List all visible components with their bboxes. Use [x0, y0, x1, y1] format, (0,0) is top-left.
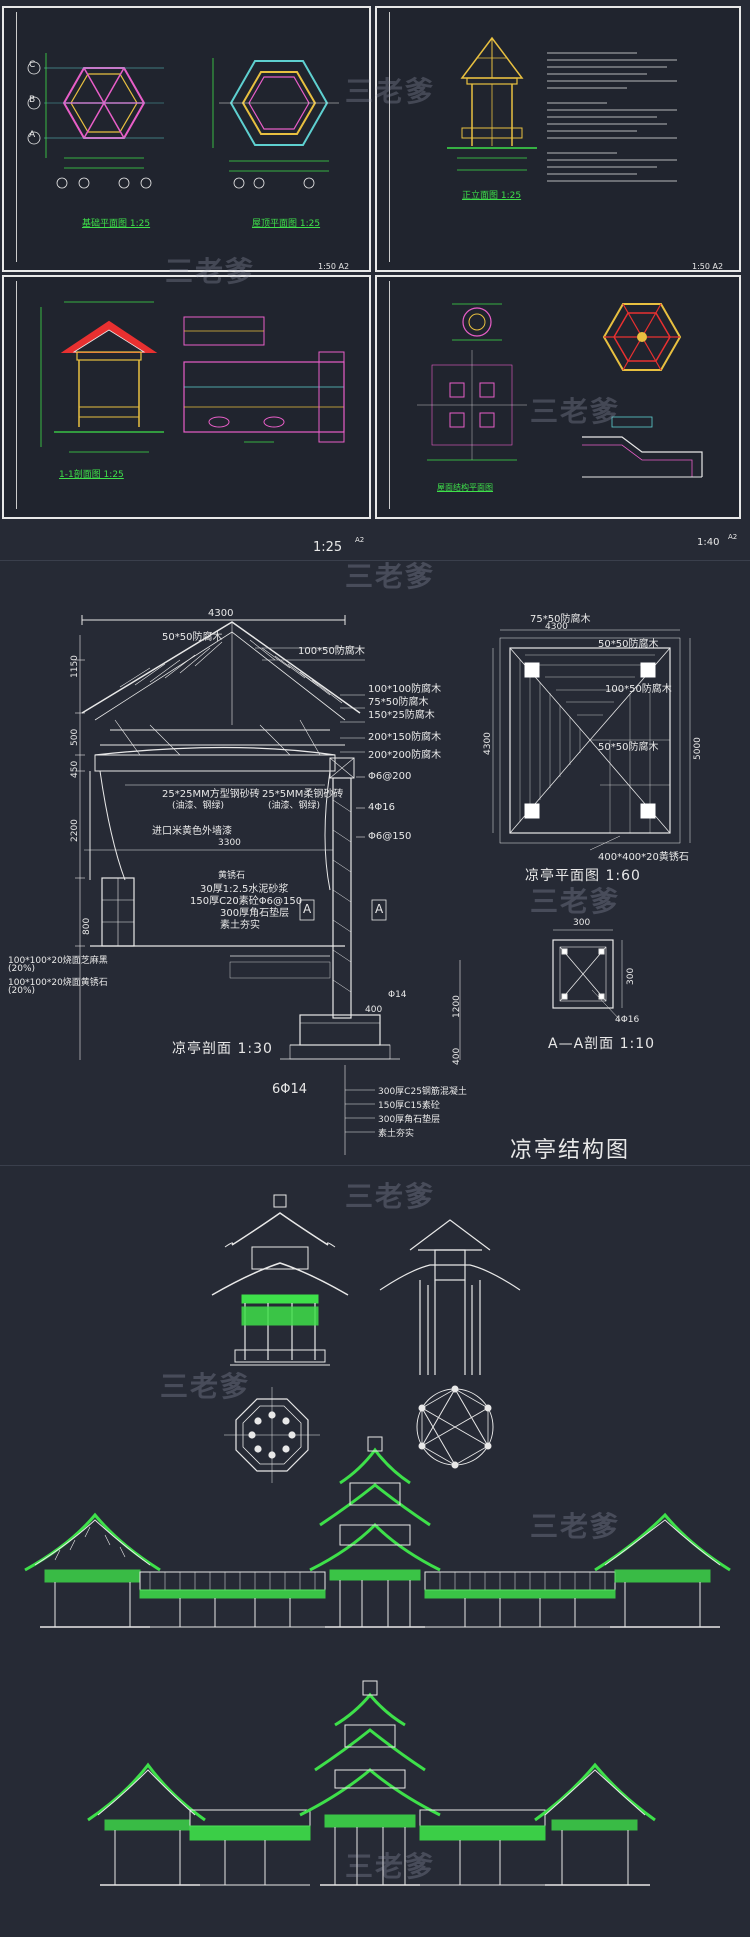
plan-dim-right: 5000 [693, 737, 703, 760]
watermark: 三老爹 [345, 75, 436, 108]
foundation-depth-2: 400 [452, 1047, 462, 1065]
sheet-roof-structure: 屋面结构平面图 [375, 275, 741, 519]
pavilion-section-drawing [75, 615, 691, 1155]
label-tile-2-note: (油漆、钢绿) [268, 801, 321, 811]
aa-title: A—A剖面 1:10 [548, 1036, 656, 1052]
sheet-plan-views: C B A 基础平面图 1:25 屋顶平面图 1:25 [2, 6, 371, 272]
aa-dim-top: 300 [573, 918, 591, 928]
watermark: 三老爹 [165, 255, 256, 288]
sheet-title-block [383, 12, 390, 262]
plan-label-top-2: 50*50防腐木 [598, 639, 659, 650]
foundation-note-1: 300厚C25钢筋混凝土 [378, 1087, 467, 1097]
plan-label-right-2: 50*50防腐木 [598, 742, 659, 753]
foundation-note-4: 素土夯实 [378, 1129, 415, 1139]
label-beam-2: 75*50防腐木 [368, 697, 429, 708]
dim-left-3: 450 [70, 760, 80, 778]
axis-label-c: C [29, 60, 36, 70]
roof-structure-title: 屋面结构平面图 [437, 483, 493, 492]
sheet-title-block [10, 12, 17, 262]
label-beam-4: 200*150防腐木 [368, 732, 442, 743]
section-mark-a-left: A [303, 902, 312, 916]
sheet-elevation: 正立面图 1:25 [375, 6, 741, 272]
sheet4-footer-size: A2 [728, 533, 738, 541]
dim-mid: 3300 [218, 838, 241, 848]
plan-dim-top: 4300 [545, 622, 568, 632]
sheet3-footer-size: A2 [355, 536, 365, 544]
divider [0, 560, 750, 561]
label-gravel: 300厚角石垫层 [220, 908, 290, 919]
label-tile-2: 25*5MM柔钢砂砖 [262, 789, 344, 800]
sheet-title-block [10, 281, 17, 509]
dim-left-1: 1150 [70, 655, 80, 678]
plan-bottom-label: 400*400*20黄锈石 [598, 852, 689, 863]
dim-left-4: 2200 [70, 819, 80, 842]
sheet3-footer-scale: 1:25 [313, 540, 343, 555]
label-mortar: 30厚1:2.5水泥砂浆 [200, 884, 289, 895]
sheet-section-detail: 1-1剖面图 1:25 [2, 275, 371, 519]
label-beam-1: 100*100防腐木 [368, 684, 442, 695]
label-rafter-2: 100*50防腐木 [298, 646, 365, 657]
label-beam-3: 150*25防腐木 [368, 710, 435, 721]
label-tile-1: 25*25MM方型钢砂砖 [162, 789, 260, 800]
divider [0, 1165, 750, 1166]
elevation-title: 正立面图 1:25 [462, 191, 522, 201]
plan-title: 凉亭平面图 1:60 [525, 868, 641, 884]
foundation-rebar-2: 6Φ14 [272, 1082, 308, 1097]
label-rafter-1: 50*50防腐木 [162, 632, 223, 643]
structure-title: 凉亭结构图 [510, 1138, 631, 1163]
watermark: 三老爹 [530, 1510, 621, 1543]
section-sheet-title: 1-1剖面图 1:25 [59, 470, 124, 480]
label-stirrup-2: Φ6@150 [368, 831, 412, 842]
sheet2-footer: 1:50 A2 [692, 262, 724, 271]
label-stone: 黄锈石 [218, 871, 246, 881]
aa-rebar: 4Φ16 [615, 1015, 640, 1025]
section-title: 凉亭剖面 1:30 [172, 1041, 273, 1057]
watermark: 三老爹 [345, 1850, 436, 1883]
watermark: 三老爹 [345, 560, 436, 593]
watermark: 三老爹 [530, 885, 621, 918]
label-concrete: 150厚C20素砼Φ6@150 [190, 896, 303, 907]
watermark: 三老爹 [530, 395, 621, 428]
foundation-note-3: 300厚角石垫层 [378, 1115, 441, 1125]
label-rebar-1: 4Φ16 [368, 802, 395, 813]
watermark: 三老爹 [345, 1180, 436, 1213]
section-drawing [40, 301, 345, 453]
foundation-plan-title: 基础平面图 1:25 [82, 219, 151, 229]
axis-label-b: B [29, 95, 36, 105]
foundation-width: 400 [365, 1005, 383, 1015]
foundation-note-2: 150厚C15素砼 [378, 1101, 440, 1111]
watermark: 三老爹 [160, 1370, 251, 1403]
label-beam-5: 200*200防腐木 [368, 750, 442, 761]
sheet1-footer: 1:50 A2 [318, 262, 350, 271]
left-note-2: (20%) [8, 964, 36, 974]
foundation-rebar-1: Φ14 [388, 990, 407, 1000]
plan-label-right-1: 100*50防腐木 [605, 684, 672, 695]
foundation-depth: 1200 [452, 995, 462, 1018]
label-stirrup-1: Φ6@200 [368, 771, 412, 782]
label-tile-1-note: (油漆、钢绿) [172, 801, 225, 811]
sheet4-footer-scale: 1:40 [697, 537, 720, 548]
plan-label-top-1: 75*50防腐木 [530, 614, 591, 625]
dim-left-5: 800 [82, 917, 92, 935]
plan-dim-left: 4300 [483, 732, 493, 755]
roof-structure-drawing [417, 303, 703, 478]
sheet-title-block [383, 281, 390, 509]
elevation-drawing [447, 36, 677, 182]
dim-left-2: 500 [70, 728, 80, 746]
left-note-3: 100*100*20烧面黄锈石 [8, 978, 108, 988]
roof-plan-title: 屋顶平面图 1:25 [252, 219, 321, 229]
section-mark-a-right: A [375, 902, 384, 916]
axis-label-a: A [29, 130, 36, 140]
left-note-1: 100*100*20烧面芝麻黑 [8, 956, 108, 966]
plan-drawings [27, 53, 339, 189]
label-soil: 素土夯实 [220, 920, 260, 931]
dim-top: 4300 [208, 608, 234, 619]
corridor-elevations-panel: 三老爹 三老爹 三老爹 三老爹 [0, 1165, 750, 1937]
left-note-4: (20%) [8, 986, 36, 996]
label-paint: 进口米黄色外墙漆 [152, 826, 232, 837]
corridor-drawings [24, 1194, 731, 1886]
aa-dim-right: 300 [626, 967, 636, 985]
structure-drawing-panel: 4300 50*50防腐木 100*50防腐木 100*100防腐木 75*50… [0, 560, 750, 1165]
